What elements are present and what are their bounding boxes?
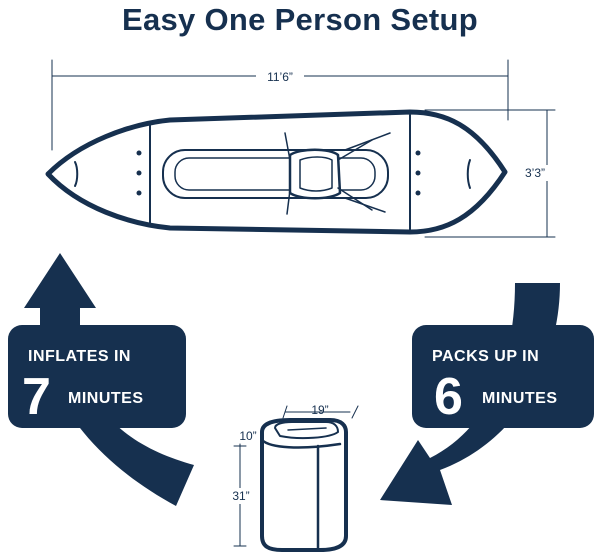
length-label-bg bbox=[256, 68, 304, 84]
inflate-arrow bbox=[24, 253, 194, 506]
packed-bundle-illustration bbox=[233, 405, 359, 552]
kayak-width-label: 3’3” bbox=[525, 166, 545, 180]
package-height-label: 31” bbox=[232, 489, 249, 503]
height-label-bg bbox=[226, 488, 256, 504]
inflate-number: 7 bbox=[22, 368, 51, 426]
package-depth-label: 10” bbox=[239, 429, 256, 443]
kayak-length-label: 11’6” bbox=[267, 70, 293, 84]
pack-number: 6 bbox=[434, 368, 463, 426]
package-width-label: 19” bbox=[311, 403, 328, 417]
inflate-badge: INFLATES IN 7 MINUTES bbox=[8, 325, 186, 428]
pack-badge: PACKS UP IN 6 MINUTES bbox=[412, 325, 594, 428]
inflate-unit: MINUTES bbox=[68, 390, 144, 407]
width-label-bg bbox=[520, 165, 560, 181]
page-title: Easy One Person Setup bbox=[121, 2, 479, 37]
inflate-line1: INFLATES IN bbox=[28, 348, 131, 365]
pack-unit: MINUTES bbox=[482, 390, 558, 407]
pack-line1: PACKS UP IN bbox=[432, 348, 539, 365]
kayak-illustration bbox=[45, 59, 556, 238]
